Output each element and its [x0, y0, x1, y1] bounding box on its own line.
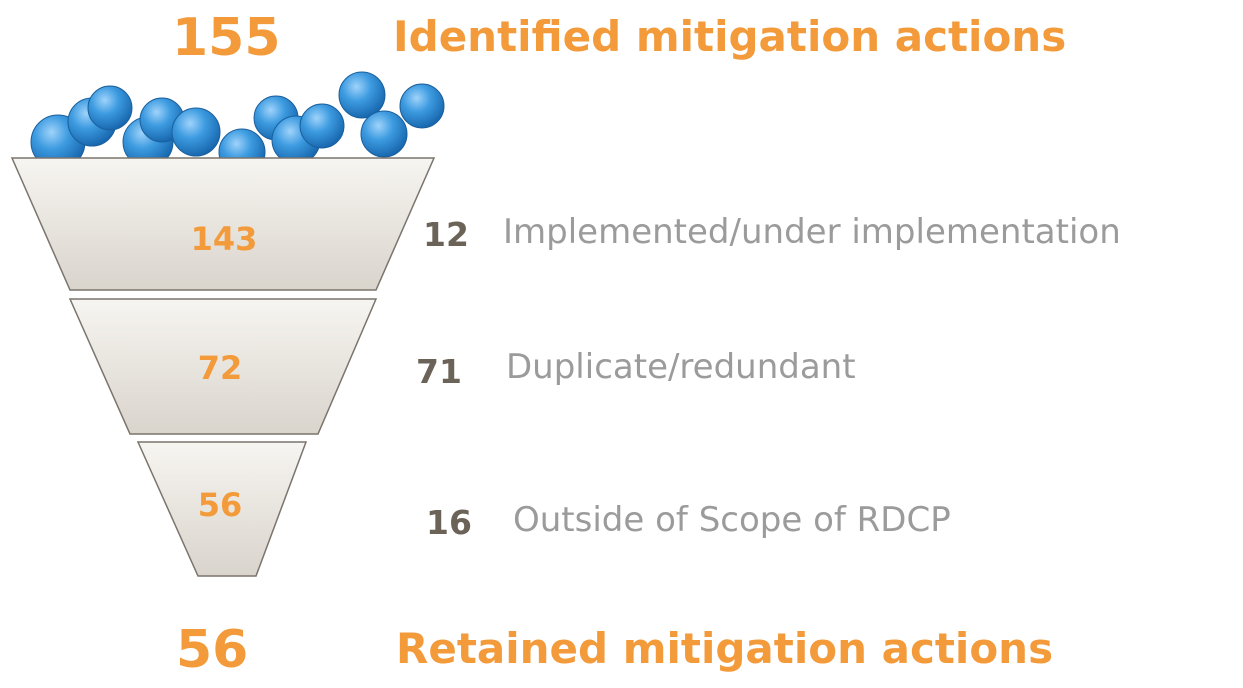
retained-count: 56: [176, 620, 249, 680]
blue-ball-icon: [299, 103, 345, 149]
funnel-stage-value-3: 56: [197, 486, 243, 524]
removal-label-3: Outside of Scope of RDCP: [513, 500, 951, 540]
funnel-segment-top: [10, 157, 436, 291]
removal-count-2: 71: [416, 352, 462, 391]
funnel-segment-middle: [68, 298, 378, 435]
blue-ball-icon: [399, 83, 445, 129]
blue-ball-icon: [87, 85, 133, 131]
balls-group: [30, 71, 445, 176]
funnel-stage-value-2: 72: [197, 349, 243, 387]
removal-label-2: Duplicate/redundant: [506, 347, 856, 387]
funnel-stage-value-1: 143: [190, 220, 258, 258]
removal-count-1: 12: [423, 215, 469, 254]
funnel-segment-bottom: [136, 441, 308, 577]
identified-label: Identified mitigation actions: [393, 12, 1067, 61]
blue-ball-icon: [360, 110, 408, 158]
blue-ball-icon: [338, 71, 386, 119]
blue-ball-icon: [171, 107, 221, 157]
identified-count: 155: [172, 8, 281, 68]
removal-label-1: Implemented/under implementation: [503, 212, 1121, 252]
retained-label: Retained mitigation actions: [396, 624, 1054, 673]
removal-count-3: 16: [426, 503, 472, 542]
